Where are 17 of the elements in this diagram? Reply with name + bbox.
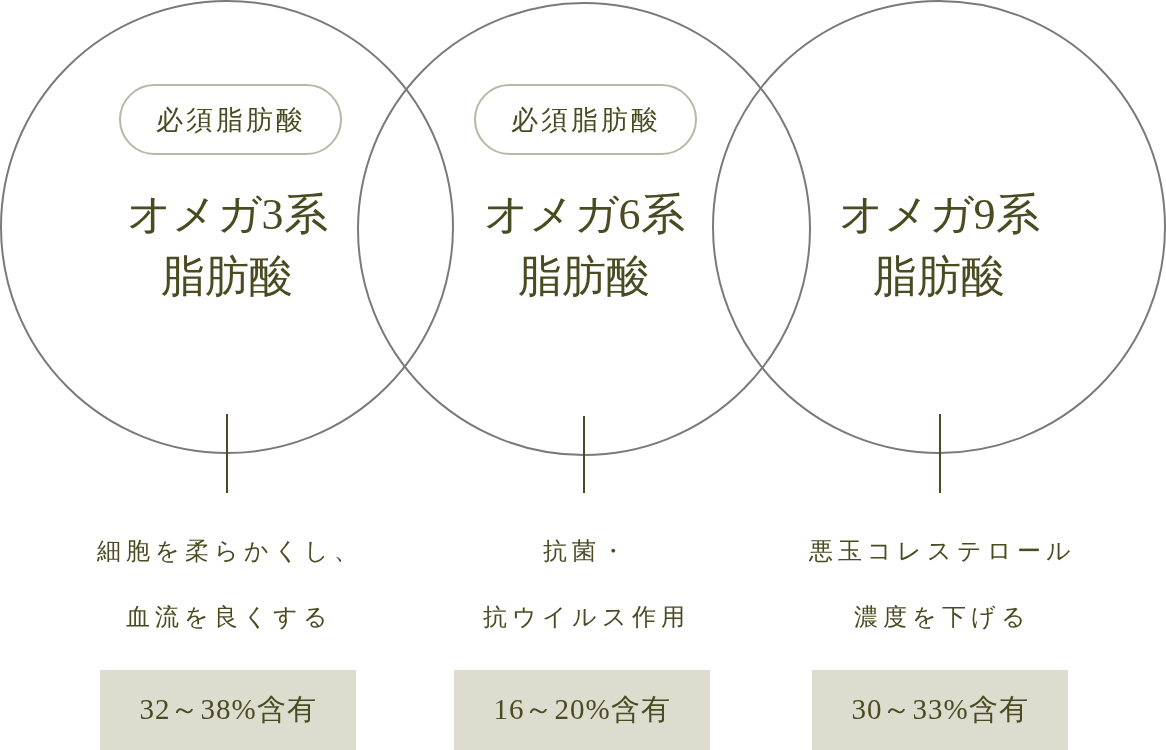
description-text: 悪玉コレステロール濃度を下げる xyxy=(804,518,1076,650)
percentage-panel: 32～38%含有 xyxy=(100,670,356,750)
venn-circle xyxy=(0,0,454,454)
connector-line xyxy=(583,415,585,494)
connector-line xyxy=(226,413,228,494)
connector-line xyxy=(939,413,941,494)
circle-title: オメガ6系脂肪酸 xyxy=(483,189,685,303)
circle-title: オメガ9系脂肪酸 xyxy=(838,189,1040,303)
tag-badge: 必須脂肪酸 xyxy=(119,84,342,155)
venn-circle xyxy=(712,0,1166,454)
circle-title: オメガ3系脂肪酸 xyxy=(126,189,328,303)
description-text: 細胞を柔らかくし、血流を良くする xyxy=(91,518,363,650)
percentage-panel: 30～33%含有 xyxy=(812,670,1068,750)
percentage-panel: 16～20%含有 xyxy=(454,670,710,750)
venn-circle xyxy=(357,2,811,456)
description-text: 抗菌・抗ウイルス作用 xyxy=(478,518,690,650)
tag-badge: 必須脂肪酸 xyxy=(474,84,697,155)
